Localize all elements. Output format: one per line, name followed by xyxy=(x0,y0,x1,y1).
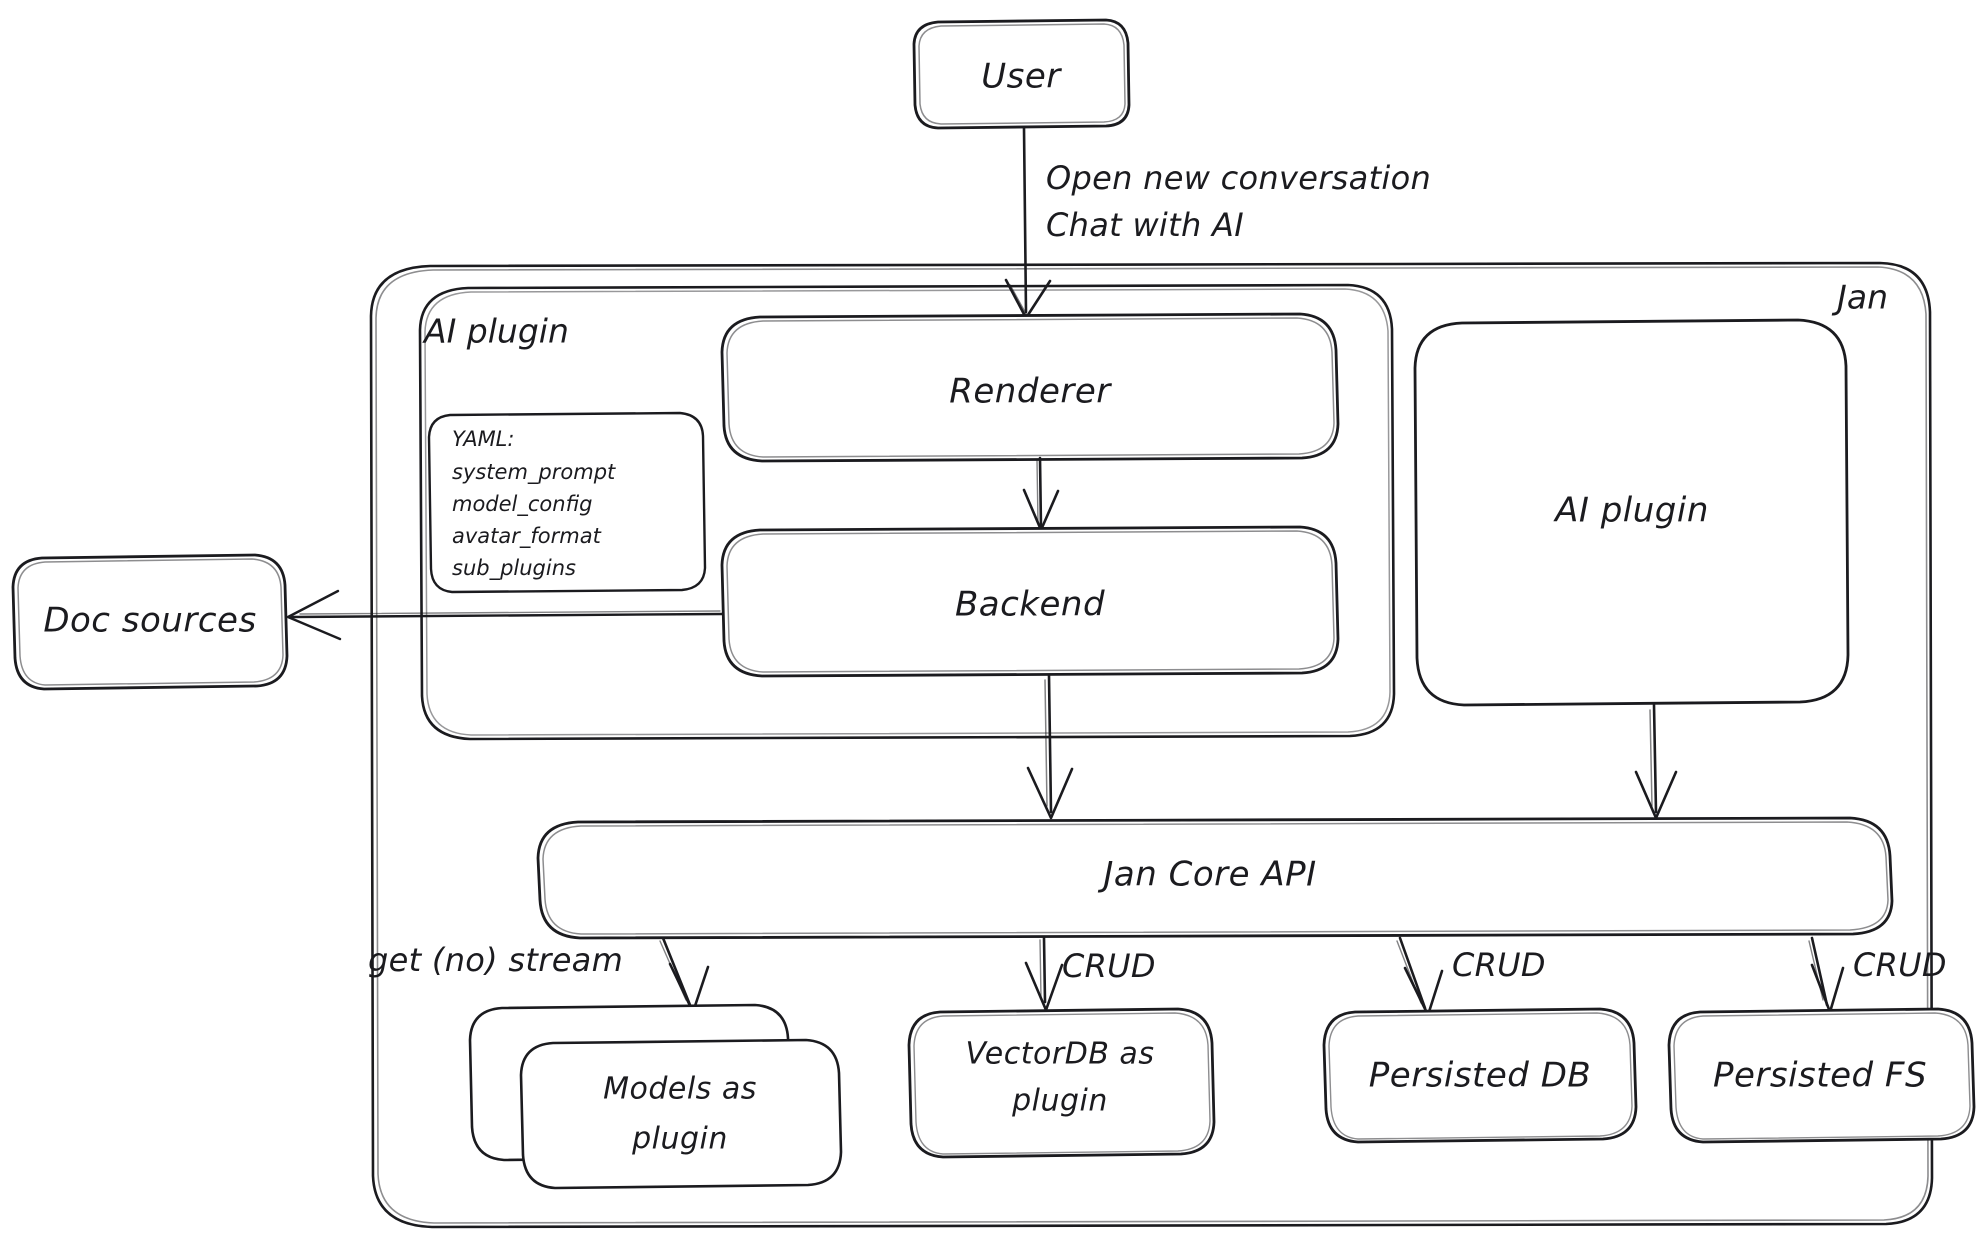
edge-label-crud-persisted-fs: CRUD xyxy=(1853,946,1947,984)
node-label-jan-core-api: Jan Core API xyxy=(1097,855,1316,895)
node-jan-core-api[interactable]: Jan Core API xyxy=(536,816,1894,940)
node-label-backend: Backend xyxy=(955,585,1105,625)
node-label-models-as-plugin-line1: Models as xyxy=(603,1072,757,1107)
group-label-jan: Jan xyxy=(1831,278,1888,317)
edge-core-to-persisted-fs: CRUD xyxy=(1808,936,1947,1014)
group-label-ai-plugin: AI plugin xyxy=(422,312,569,351)
node-label-doc-sources: Doc sources xyxy=(43,601,256,641)
node-persisted-fs[interactable]: Persisted FS xyxy=(1667,1007,1976,1144)
edge-label-user-to-renderer-line1: Open new conversation xyxy=(1046,159,1431,197)
node-backend[interactable]: Backend xyxy=(720,525,1340,678)
yaml-note-line-1: system_prompt xyxy=(452,460,616,485)
node-label-persisted-db: Persisted DB xyxy=(1369,1056,1591,1096)
yaml-config-note[interactable]: YAML: system_prompt model_config avatar_… xyxy=(427,411,707,594)
node-models-as-plugin[interactable]: Models as plugin xyxy=(468,1003,843,1190)
edge-label-crud-vectordb: CRUD xyxy=(1062,947,1156,985)
node-vectordb-as-plugin[interactable]: VectorDB as plugin xyxy=(907,1007,1216,1159)
edge-label-user-to-renderer-line2: Chat with AI xyxy=(1046,206,1244,244)
node-label-ai-plugin-box: AI plugin xyxy=(1553,491,1709,531)
edge-backend-to-core xyxy=(1026,674,1074,820)
edge-core-to-vectordb: CRUD xyxy=(1024,936,1156,1012)
yaml-note-line-2: model_config xyxy=(452,492,593,517)
node-persisted-db[interactable]: Persisted DB xyxy=(1322,1007,1638,1144)
node-label-user: User xyxy=(981,57,1062,97)
node-user[interactable]: User xyxy=(912,18,1131,130)
yaml-note-line-4: sub_plugins xyxy=(452,556,576,581)
node-label-vectordb-as-plugin-line1: VectorDB as xyxy=(966,1037,1155,1072)
node-label-renderer: Renderer xyxy=(949,372,1112,412)
node-ai-plugin-box[interactable]: AI plugin xyxy=(1413,318,1850,707)
edge-user-to-renderer: Open new conversation Chat with AI xyxy=(1004,126,1431,320)
node-label-persisted-fs: Persisted FS xyxy=(1713,1056,1927,1096)
yaml-note-line-3: avatar_format xyxy=(452,524,602,549)
edge-label-get-no-stream: get (no) stream xyxy=(368,941,623,979)
edge-label-crud-persisted-db: CRUD xyxy=(1452,946,1546,984)
node-renderer[interactable]: Renderer xyxy=(720,312,1340,463)
node-doc-sources[interactable]: Doc sources xyxy=(11,553,289,691)
node-label-vectordb-as-plugin-line2: plugin xyxy=(1011,1084,1108,1119)
edge-backend-to-doc-sources xyxy=(286,589,724,641)
node-label-models-as-plugin-line2: plugin xyxy=(631,1122,728,1157)
yaml-note-title: YAML: xyxy=(452,427,514,451)
edge-core-to-persisted-db: CRUD xyxy=(1396,936,1546,1017)
edge-core-to-models: get (no) stream xyxy=(368,936,710,1014)
